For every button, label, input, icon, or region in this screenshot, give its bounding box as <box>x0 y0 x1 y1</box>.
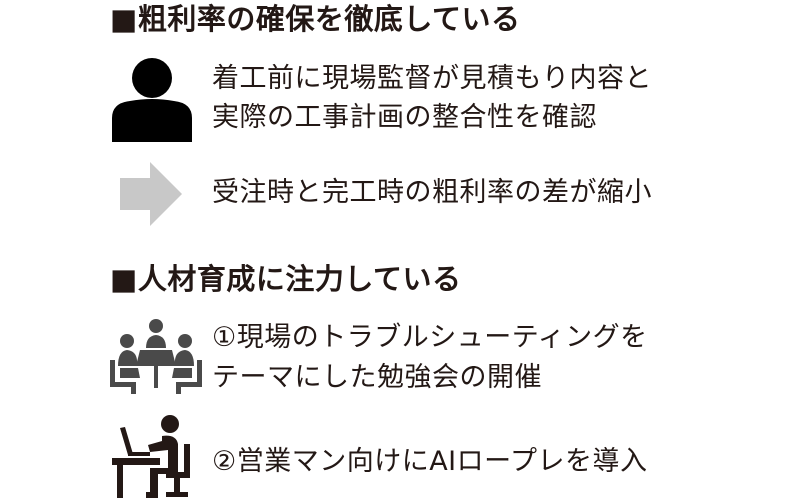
section-heading-gross-margin: ■粗利率の確保を徹底している <box>110 2 521 36</box>
arrow-right-icon <box>120 162 182 226</box>
desk-worker-icon <box>112 414 194 498</box>
person-icon <box>112 56 192 142</box>
meeting-icon <box>110 318 202 394</box>
item-text-line: ①現場のトラブルシューティングを <box>212 322 648 353</box>
item-text-line: 受注時と完工時の粗利率の差が縮小 <box>212 177 652 208</box>
section-heading-talent-development: ■人材育成に注力している <box>110 262 462 296</box>
item-text-line: テーマにした勉強会の開催 <box>212 362 542 393</box>
item-text-line: 着工前に現場監督が見積もり内容と <box>212 63 652 94</box>
item-text-line: ②営業マン向けにAIロープレを導入 <box>212 446 648 477</box>
item-text-line: 実際の工事計画の整合性を確認 <box>212 102 597 133</box>
